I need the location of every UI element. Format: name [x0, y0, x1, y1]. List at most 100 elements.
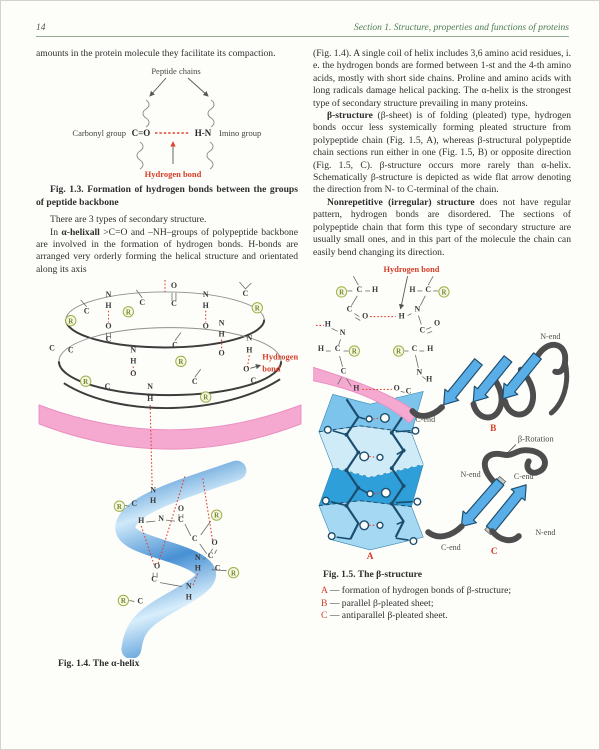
atom-label: O — [219, 349, 225, 358]
peptide-chain-squiggle — [207, 99, 215, 128]
pointer-line — [187, 78, 209, 98]
r-group-label: R — [352, 348, 358, 355]
r-group-circle — [348, 345, 360, 357]
paragraph-compaction: amounts in the protein molecule they fac… — [36, 48, 276, 59]
r-group-label: R — [255, 305, 261, 313]
atom-label: N — [247, 334, 253, 343]
atom-label: H — [325, 319, 331, 328]
imino-group-label: Imino group — [219, 128, 261, 138]
sheet-hydrogen-bonds — [369, 417, 382, 526]
atom-label: H — [219, 330, 226, 339]
peptide-chain-squiggle — [136, 141, 144, 170]
figure-1-4-alpha-helix: ONHCCNHCCOCCNHCONHONHOCOCCNHCNHCHNCOCOCN… — [38, 280, 302, 659]
atom-label: O — [171, 281, 177, 290]
r-group-label: R — [117, 503, 123, 511]
c-end-label: C-end — [415, 415, 435, 424]
part-a-label: A — [367, 552, 374, 562]
atom-label: H — [399, 311, 405, 320]
atom-label: C — [171, 299, 177, 308]
r-group-circle — [117, 595, 130, 607]
atom-label: O — [243, 365, 249, 374]
atom-label: N — [186, 582, 192, 591]
atom-label: N — [203, 290, 209, 299]
atom-label: O — [178, 504, 184, 513]
r-group-label: R — [121, 597, 127, 605]
atom-label: N — [130, 346, 136, 355]
r-group-label: R — [396, 348, 402, 355]
right-column: (Fig. 1.4). A single coil of helix inclu… — [313, 48, 571, 671]
legend-key: C — [321, 610, 328, 622]
page-header: 14 Section 1. Structure, properties and … — [36, 23, 569, 33]
alpha-helix-term: α-helixall — [61, 226, 100, 238]
atom-label: C — [178, 515, 184, 524]
atom-label: N — [150, 486, 156, 495]
ribbon-bond-lines — [124, 505, 227, 603]
atom-label: C — [243, 289, 249, 298]
atom-label: C — [105, 382, 111, 391]
text-run: (β-sheet) is of folding (pleated) type, … — [313, 110, 571, 196]
legend-key: B — [321, 597, 328, 609]
atom-label: C — [335, 344, 341, 353]
pointer-line — [149, 78, 167, 98]
hydrogen-bond-label: Hydrogen — [262, 352, 298, 362]
part-c-label: C — [491, 547, 498, 557]
r-group-circle — [113, 500, 126, 513]
parallel-sheet-b: N-end C-end B — [409, 332, 570, 434]
atom-label: H — [130, 357, 137, 366]
atom-label: C — [347, 305, 353, 314]
c-end-label: C-end — [514, 472, 534, 481]
hydrogen-bond-label: bond — [262, 364, 281, 374]
atom-label: C — [49, 344, 55, 353]
atom-label: O — [203, 322, 209, 331]
atom-label: C — [406, 386, 412, 395]
helix-coil-arcs — [57, 291, 283, 410]
r-group-label: R — [214, 512, 220, 520]
atom-label: C — [419, 325, 425, 334]
legend-text: — formation of hydrogen bonds of β-struc… — [329, 585, 512, 597]
section-title: Section 1. Structure, properties and fun… — [353, 23, 569, 33]
atom-label: H — [426, 374, 432, 383]
pointer-line — [398, 275, 408, 310]
peptide-chain-squiggle — [142, 99, 150, 128]
figure-1-5-caption: Fig. 1.5. The β-structure — [323, 568, 423, 580]
atom-label: C — [341, 367, 347, 376]
atom-label: C — [137, 597, 143, 606]
atom-label: H — [147, 394, 154, 403]
figure-1-3-hydrogen-bond-diagram: Peptide chains C=O H-N Carbonyl group Im… — [72, 66, 261, 179]
atom-label: H — [427, 344, 433, 353]
beta-structure-term: β-structure — [327, 110, 373, 122]
atom-label: H — [409, 285, 415, 294]
c-end-label: C-end — [441, 543, 461, 552]
atom-label: C — [356, 285, 362, 294]
paragraph-beta-structure: β-structure (β-sheet) is of folding (ple… — [313, 110, 571, 197]
r-group-circle — [335, 286, 348, 298]
r-group-circle — [200, 391, 212, 403]
hydrogen-bond-dots — [107, 280, 250, 587]
pleated-sheet-a — [318, 390, 424, 551]
n-end-label: N-end — [535, 528, 555, 537]
header-rule — [36, 36, 569, 37]
atom-label: C — [84, 307, 90, 316]
atom-label: N — [106, 290, 112, 299]
r-group-circle — [393, 345, 405, 357]
hydrogen-bond-dots — [315, 315, 396, 390]
r-group-circle — [65, 315, 77, 327]
atom-label: N — [147, 382, 153, 391]
legend-text: — parallel β-pleated sheet; — [329, 597, 434, 609]
imino-formula: H-N — [195, 128, 212, 138]
two-column-layout: amounts in the protein molecule they fac… — [36, 48, 571, 671]
r-group-label: R — [203, 394, 209, 402]
text-run: In — [50, 226, 62, 238]
r-group-circle — [251, 302, 263, 314]
atom-label: C — [215, 564, 221, 573]
figure-1-5-legend: A — formation of hydrogen bonds of β-str… — [313, 585, 571, 622]
paragraph-three-types: There are 3 types of secondary structure… — [50, 214, 207, 226]
figure-1-3-caption: Fig. 1.3. Formation of hydrogen bonds be… — [36, 184, 298, 208]
atom-label: N — [219, 319, 225, 328]
atom-label: N — [415, 305, 421, 314]
legend-item-c: C — antiparallel β-pleated sheet. — [321, 610, 571, 622]
figure-1-5-beta-structure: Hydrogen bond N-end C-end B — [313, 265, 570, 562]
